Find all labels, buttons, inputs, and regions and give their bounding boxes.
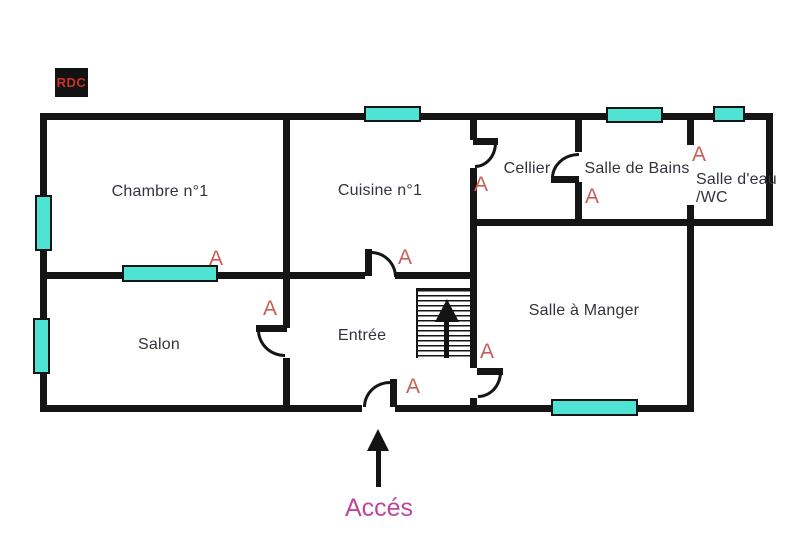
wall-bottom-left	[40, 405, 362, 412]
door-marker: A	[691, 143, 707, 166]
room-label-salle-a-manger: Salle à Manger	[528, 302, 640, 319]
door-leaf-salle-a-manger	[477, 368, 503, 375]
wall-cuisine-right-lower	[470, 398, 477, 412]
wall-cellier-sdb-upper	[575, 113, 582, 152]
wall-salon-right-lower	[283, 358, 290, 412]
wall-cuisine-right-mid	[470, 168, 477, 368]
access-arrow-icon	[367, 429, 389, 451]
wall-bottom-right	[395, 405, 694, 412]
window-salle-de-bains-top	[606, 107, 663, 123]
wall-cellier-sdb-lower	[575, 182, 582, 226]
wall-right-upper	[766, 113, 773, 226]
room-label-salon: Salon	[138, 336, 180, 353]
access-label: Accés	[344, 494, 414, 522]
door-marker: A	[208, 247, 224, 270]
wall-chambre-right	[283, 113, 290, 328]
stairs-arrow-shaft	[444, 318, 449, 358]
door-arc-entree-access	[363, 381, 390, 407]
door-marker: A	[397, 246, 413, 269]
door-marker: A	[262, 297, 278, 320]
door-marker: A	[584, 185, 600, 208]
door-arc-cuisine	[371, 251, 397, 277]
wall-right-lower	[687, 205, 694, 412]
window-chambre-left	[35, 195, 52, 251]
door-marker: A	[405, 375, 421, 398]
room-label-salle-eau-line1: Salle d'eau	[696, 171, 777, 188]
door-arc-salle-de-bains	[551, 153, 579, 178]
door-leaf-cellier	[473, 138, 498, 145]
window-salon-left	[33, 318, 50, 374]
door-leaf-cuisine	[365, 249, 372, 276]
wall-cuisine-right-upper	[470, 113, 477, 140]
floor-tag-rdc: RDC	[55, 68, 88, 97]
room-label-chambre1: Chambre n°1	[111, 183, 209, 200]
stairs-up-arrow-icon	[435, 299, 459, 322]
door-marker: A	[479, 340, 495, 363]
room-label-salle-eau: Salle d'eau /WC	[696, 171, 777, 207]
door-arc-salle-a-manger	[478, 372, 502, 398]
wall-salle-eau-left-upper	[687, 113, 694, 145]
window-chambre-salon	[122, 265, 218, 282]
window-salle-a-manger-bottom	[551, 399, 638, 416]
access-arrow-shaft	[376, 449, 381, 487]
wall-mid-horizontal-right	[395, 272, 477, 279]
door-arc-salon	[257, 330, 285, 357]
window-salle-eau-top	[713, 106, 745, 122]
door-marker: A	[473, 173, 489, 196]
wall-cellier-bottom	[470, 219, 773, 226]
room-label-salle-de-bains: Salle de Bains	[584, 160, 690, 177]
door-leaf-salle-de-bains	[551, 176, 579, 183]
room-label-entree: Entrée	[337, 327, 387, 344]
door-leaf-entree-access	[390, 379, 397, 407]
wall-left	[40, 113, 47, 412]
door-arc-cellier	[475, 143, 497, 168]
window-cuisine-top	[364, 106, 421, 122]
room-label-cuisine1: Cuisine n°1	[337, 182, 423, 199]
room-label-salle-eau-line2: /WC	[696, 189, 728, 206]
door-leaf-salon	[256, 325, 287, 332]
room-label-cellier: Cellier	[503, 160, 551, 177]
